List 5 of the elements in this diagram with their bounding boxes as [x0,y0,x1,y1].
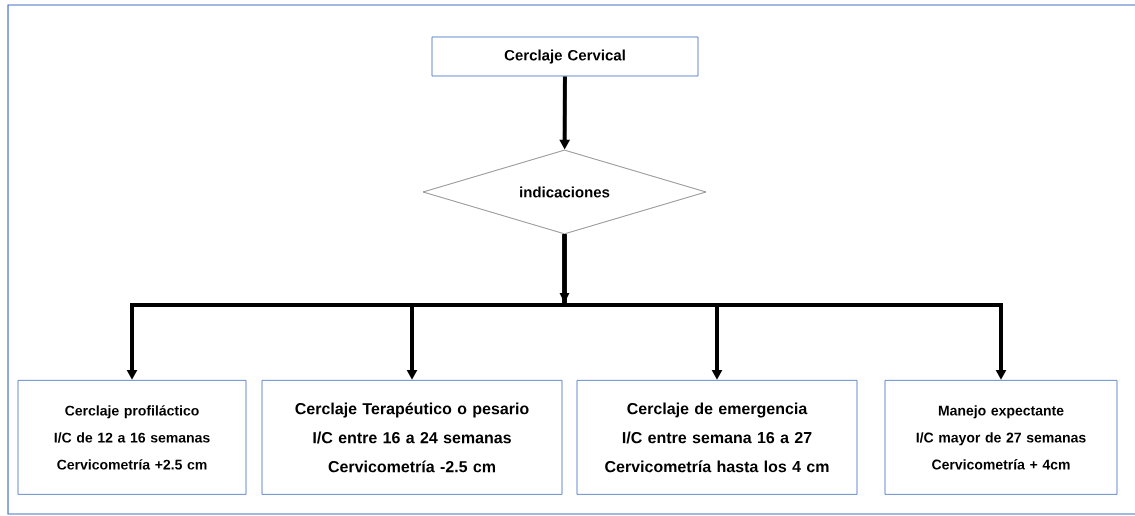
process-box: Manejo expectante I/C mayor de 27 semanas Cervicometría + 4cm [884,380,1118,495]
process-box: Cerclaje de emergencia I/C entre semana 16 a 27 Cervicometría hasta los 4 cm [576,380,858,495]
process-box: Cerclaje profiláctico I/C de 12 a 16 semanas Cervicometría +2.5 cm [17,380,247,495]
process-box: Cerclaje Terapéutico o pesario I/C entre 16 a 24 semanas Cervicometría -2.5 cm [261,380,563,495]
process-box: Cerclaje Cervical [431,36,699,77]
